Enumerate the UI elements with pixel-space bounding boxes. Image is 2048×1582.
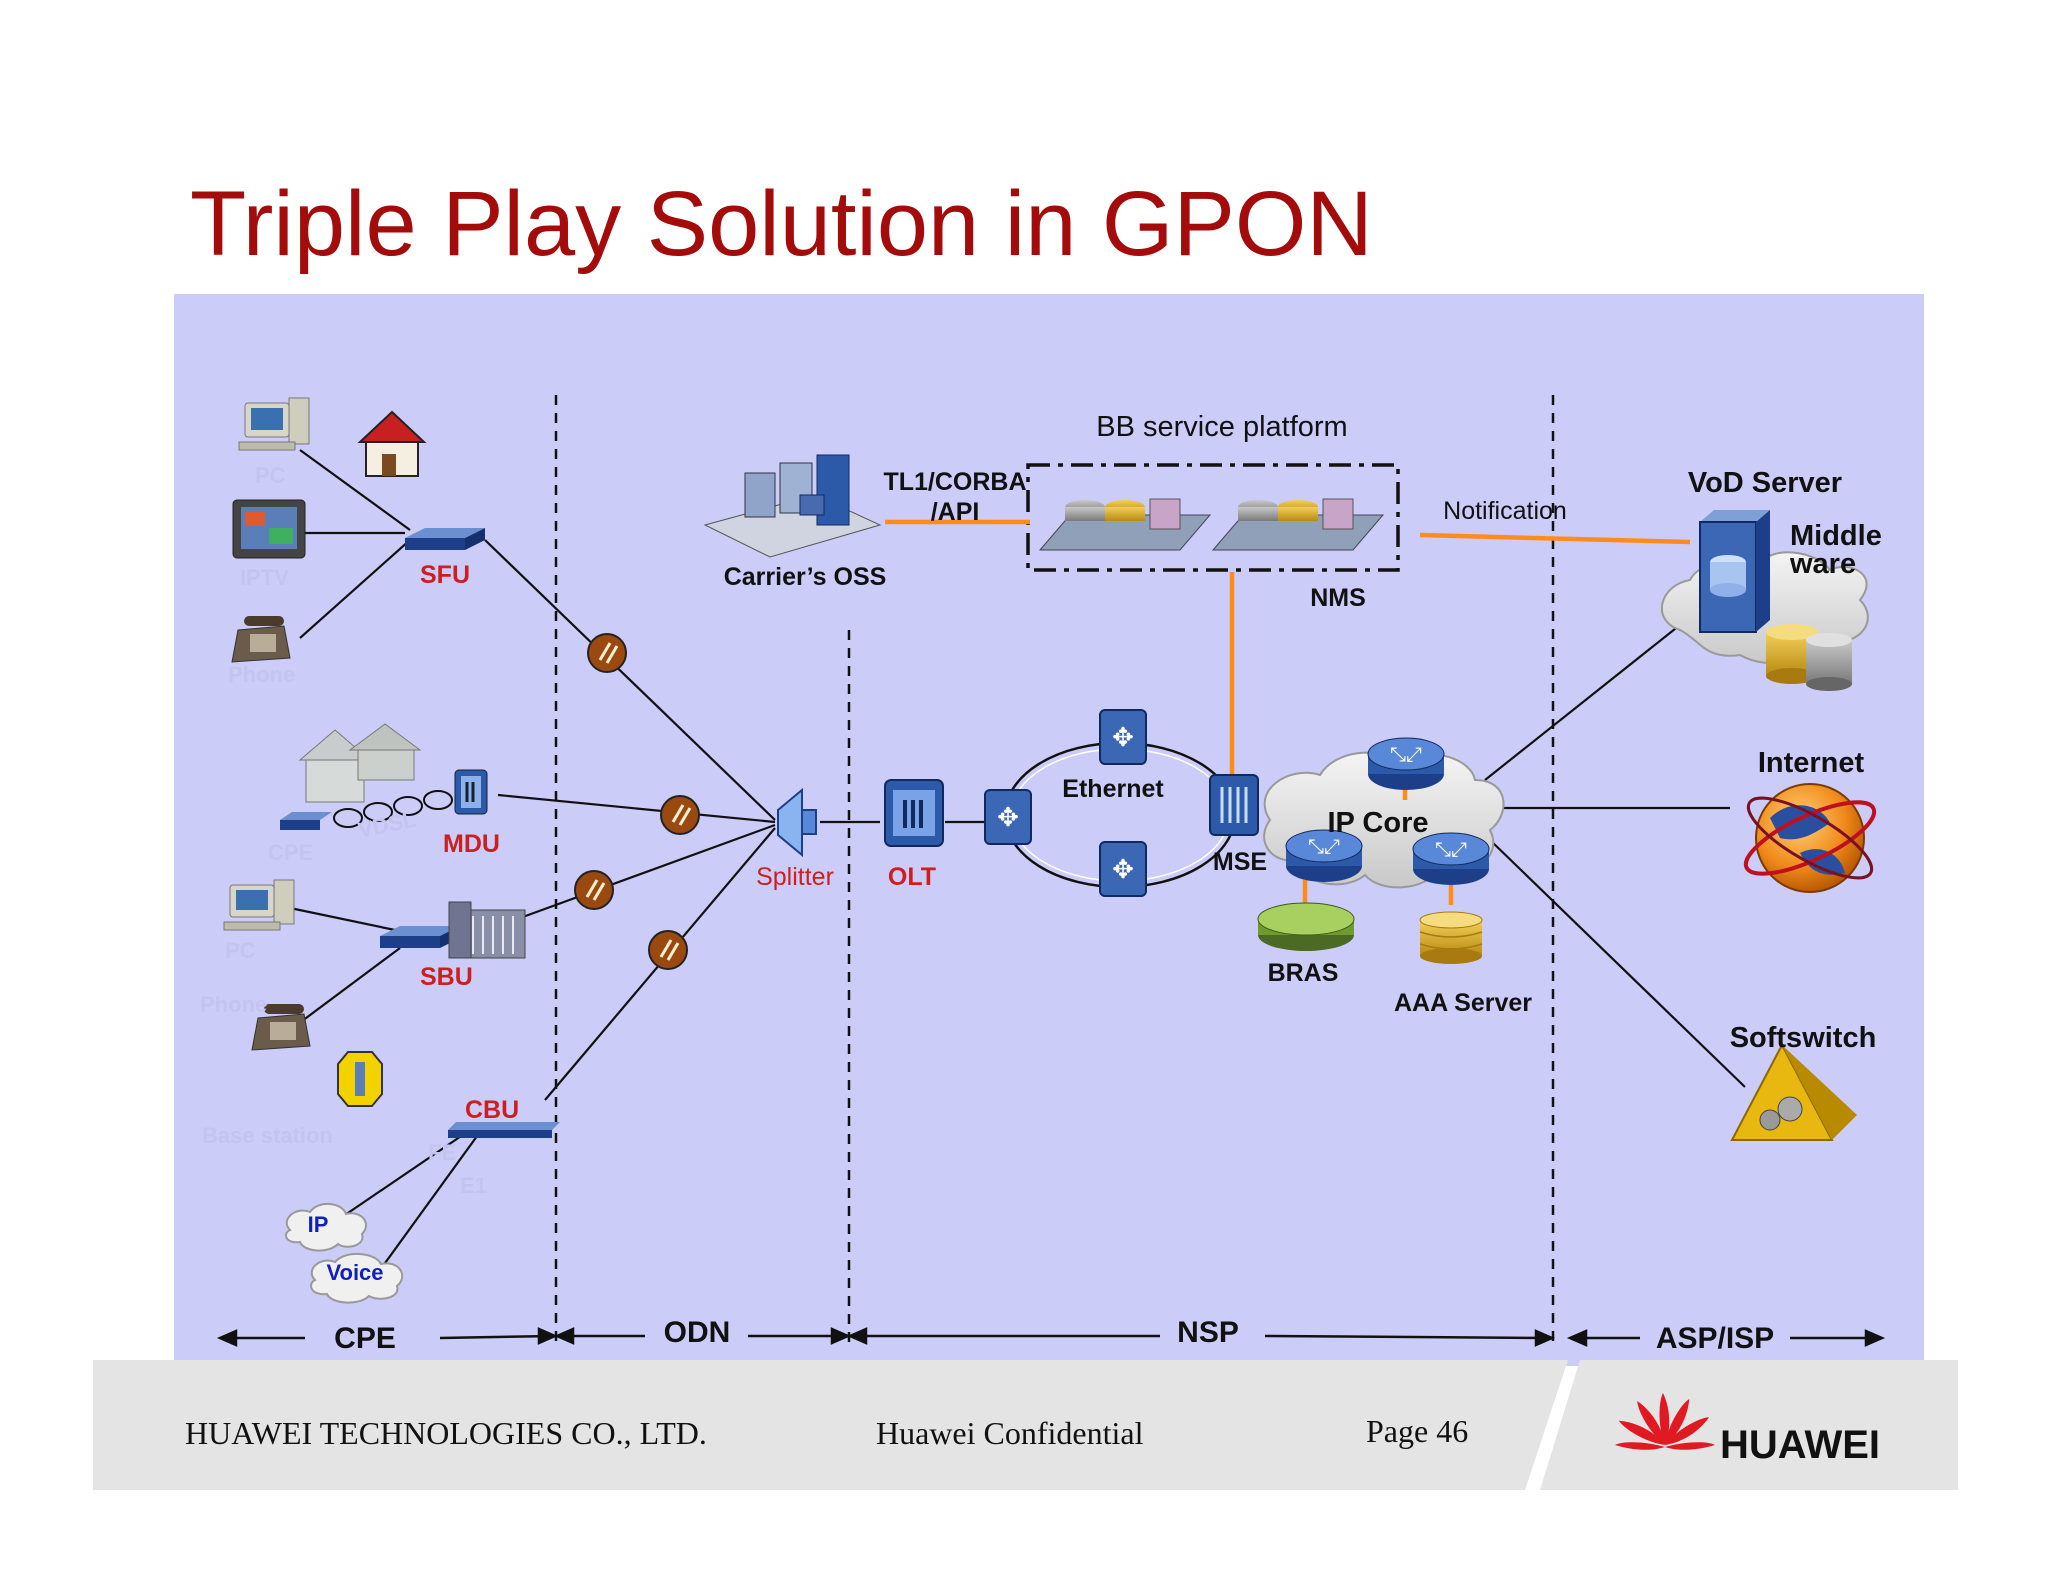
voice-service-label: Voice <box>326 1260 383 1285</box>
house-icon <box>357 410 427 477</box>
softswitch-pyramid-icon <box>1730 1042 1857 1141</box>
orange-links <box>885 519 1691 905</box>
tv-icon <box>232 499 306 559</box>
cbu-icon <box>448 1122 560 1138</box>
api-label: /API <box>931 498 980 526</box>
faint-phone-label: Phone <box>228 662 295 687</box>
middleware-label-1: Middle <box>1790 520 1882 552</box>
sbu-label: SBU <box>420 963 473 991</box>
notification-label: Notification <box>1443 497 1567 525</box>
mdu-icon <box>454 769 488 815</box>
segment-arrows <box>216 1327 1886 1347</box>
carriers-oss-label: Carrier’s OSS <box>724 563 887 591</box>
svg-text:⤡⤢: ⤡⤢ <box>1435 837 1467 861</box>
page-title: Triple Play Solution in GPON <box>190 173 1373 275</box>
footer-company: HUAWEI TECHNOLOGIES CO., LTD. <box>185 1415 707 1451</box>
svg-text:✥: ✥ <box>1112 855 1134 885</box>
houses-icon <box>298 723 422 803</box>
connection-lines <box>289 449 1746 1271</box>
middleware-label-2: ware <box>1789 548 1856 580</box>
footer-confidential: Huawei Confidential <box>876 1415 1144 1451</box>
sbu-ont-icon <box>380 926 460 948</box>
telephone-icon <box>231 616 291 663</box>
segment-cpe-label: CPE <box>334 1322 396 1355</box>
segment-nsp-label: NSP <box>1177 1316 1239 1349</box>
nms-label: NMS <box>1310 584 1366 612</box>
footer-band <box>93 1360 1958 1490</box>
ip-service-label: IP <box>308 1212 329 1237</box>
svg-text:⤡⤢: ⤡⤢ <box>1390 742 1422 766</box>
mse-label: MSE <box>1213 848 1267 876</box>
splitter-label: Splitter <box>756 863 834 891</box>
olt-chassis-icon <box>884 779 944 847</box>
svg-text:✥: ✥ <box>997 803 1019 833</box>
optical-splitter-icon <box>777 787 817 858</box>
vod-server-label: VoD Server <box>1688 467 1842 499</box>
segment-asp-isp-label: ASP/ISP <box>1656 1322 1774 1355</box>
computer-icon <box>238 397 310 451</box>
ethernet-label: Ethernet <box>1062 775 1164 803</box>
segment-dividers <box>554 395 1555 1345</box>
huawei-logo-icon <box>1615 1393 1715 1450</box>
vod-server-icon <box>1699 510 1770 633</box>
faint-e1-label: E1 <box>460 1173 487 1198</box>
faint-pc-label: PC <box>255 463 286 488</box>
svg-text:✥: ✥ <box>1112 723 1134 753</box>
telephone-icon-2 <box>251 1004 311 1051</box>
bb-platform-label: BB service platform <box>1096 411 1347 443</box>
segment-odn-label: ODN <box>664 1316 731 1349</box>
aaa-server-label: AAA Server <box>1394 989 1532 1017</box>
aaa-server-icon <box>1419 911 1483 964</box>
ip-core-label: IP Core <box>1327 807 1428 839</box>
bb-service-platform-box <box>1026 463 1400 572</box>
svg-text:⤡⤢: ⤡⤢ <box>1308 834 1340 858</box>
ip-cloud-icon <box>284 1203 367 1252</box>
faint-base-station-label: Base station <box>202 1123 333 1148</box>
vdsl-link <box>333 790 453 828</box>
olt-label: OLT <box>888 863 936 891</box>
globe-icon <box>1743 783 1877 893</box>
sfu-label: SFU <box>420 561 470 589</box>
faint-cpe-label: CPE <box>268 840 313 865</box>
cbu-label: CBU <box>465 1096 519 1124</box>
router-icon: ⤡⤢ ⤡⤢ ⤡⤢ <box>1285 737 1490 885</box>
voice-cloud-icon <box>310 1253 404 1304</box>
footer-page-number: Page 46 <box>1366 1413 1469 1449</box>
bras-icon <box>1257 902 1355 951</box>
tl1-corba-label: TL1/CORBA <box>883 468 1026 496</box>
internet-label: Internet <box>1758 747 1865 779</box>
bras-label: BRAS <box>1268 959 1339 987</box>
computer-icon-2 <box>223 879 295 931</box>
ethernet-switch-icon: ✥ ✥ ✥ <box>984 709 1147 897</box>
bb-platform-server-icon <box>1038 498 1385 551</box>
mdu-label: MDU <box>443 830 500 858</box>
faint-phone2-label: Phone <box>200 992 267 1017</box>
faint-pc2-label: PC <box>225 938 256 963</box>
base-station-icon <box>337 1051 383 1107</box>
carriers-oss-icon <box>703 454 882 558</box>
sfu-ont-icon <box>405 528 485 550</box>
cpe-modem-icon <box>280 812 332 830</box>
office-building-icon <box>448 901 526 959</box>
middleware-storage-icon <box>1766 624 1852 691</box>
mse-icon <box>1209 774 1259 836</box>
softswitch-label: Softswitch <box>1730 1022 1877 1054</box>
faint-iptv-label: IPTV <box>240 565 289 590</box>
diagram-background <box>174 294 1924 1366</box>
fiber-connector-icon <box>574 633 700 970</box>
faint-fe-label: FE <box>428 1140 456 1165</box>
huawei-logo-text: HUAWEI <box>1720 1423 1880 1467</box>
